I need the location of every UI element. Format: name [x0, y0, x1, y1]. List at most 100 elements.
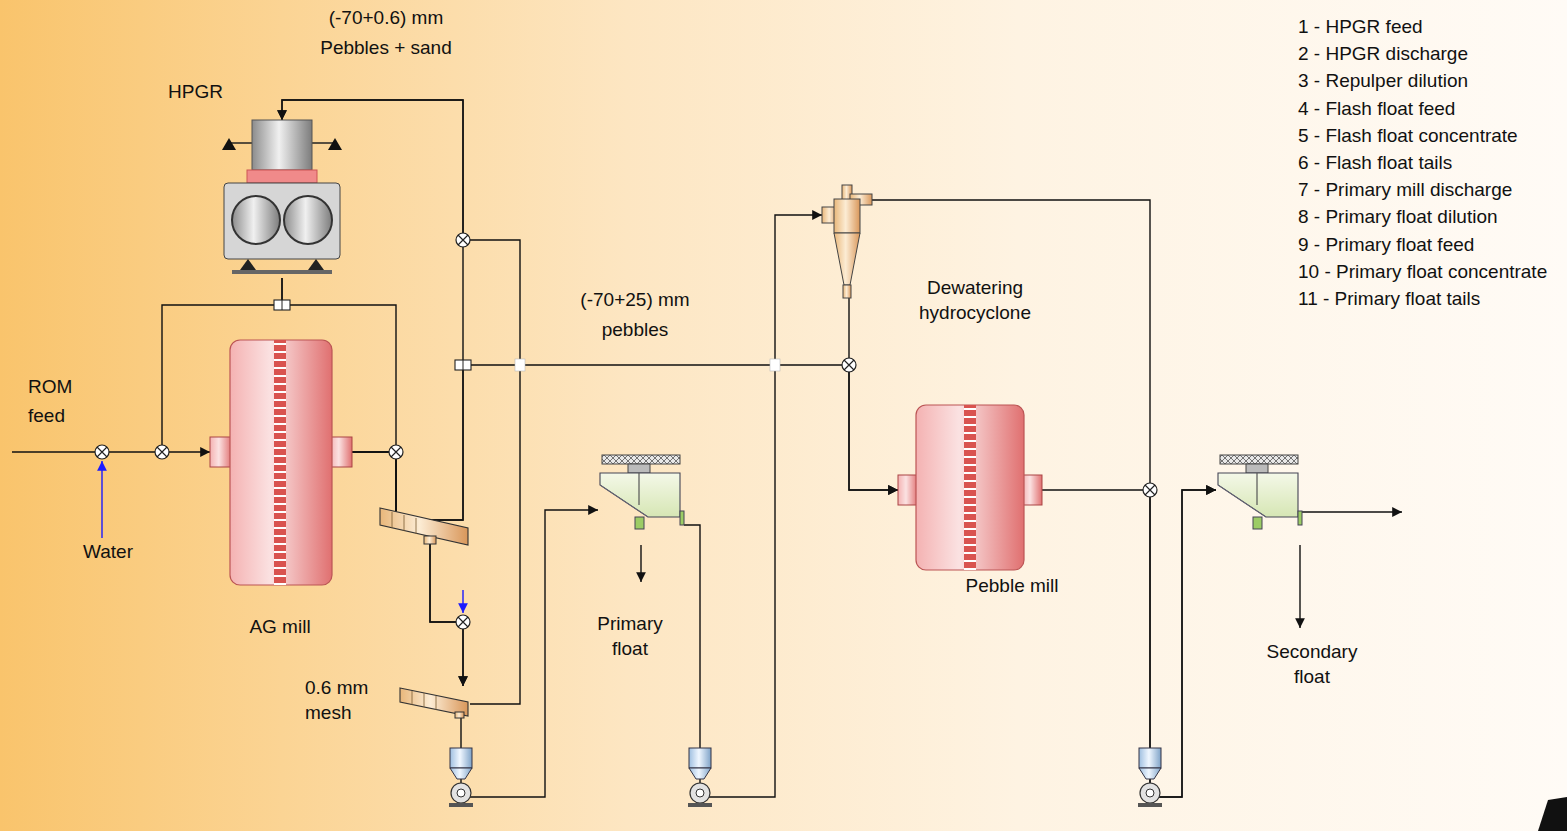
trommel-screen	[380, 508, 468, 545]
pump-cone	[689, 768, 711, 779]
mill-shell	[230, 340, 332, 585]
stream-label: (-70+0.6) mm	[329, 6, 444, 31]
gear-tooth	[274, 535, 286, 537]
stream-key: 9 - Primary float feed	[1298, 233, 1474, 258]
cyclone-barrel	[834, 199, 860, 233]
mixer-ring	[456, 233, 470, 247]
flotation-cell: Secondary float	[1216, 455, 1302, 545]
gear-tooth	[964, 560, 976, 562]
gear-tooth	[274, 407, 286, 409]
equipment-label: Secondary float	[1252, 640, 1372, 689]
gear-tooth	[964, 464, 976, 466]
mixer-symbol	[1143, 483, 1157, 497]
equipment-icon	[822, 185, 872, 298]
feeder-mark	[328, 138, 342, 150]
pump-cone	[1139, 768, 1161, 779]
stream-label: pebbles	[602, 318, 669, 343]
process-stream	[352, 452, 463, 686]
stream-key: 5 - Flash float concentrate	[1298, 124, 1518, 149]
equipment-icon	[1216, 455, 1302, 545]
equipment-label: 0.6 mm mesh	[305, 676, 395, 725]
stream-label: Water	[83, 540, 133, 565]
stream-key: 4 - Flash float feed	[1298, 97, 1455, 122]
stream-key: 8 - Primary float dilution	[1298, 205, 1498, 230]
cyclone-cone	[834, 233, 860, 285]
gear-tooth	[274, 583, 286, 585]
pump-base	[688, 803, 712, 807]
pump-cone	[450, 768, 472, 779]
pump-casing	[690, 783, 710, 803]
gear-tooth	[964, 536, 976, 538]
launder-line	[600, 485, 648, 517]
pump-symbol	[449, 748, 473, 807]
pump-impeller	[457, 789, 465, 797]
pump-symbol	[1138, 748, 1162, 807]
stream-key: 10 - Primary float concentrate	[1298, 260, 1547, 285]
roll	[232, 196, 280, 244]
gear-tooth	[964, 520, 976, 522]
gear-tooth	[274, 479, 286, 481]
outlet-arrow	[640, 545, 641, 582]
equipment-label: Dewatering hydrocyclone	[905, 276, 1045, 325]
outlet-arrow	[1302, 511, 1402, 512]
screen-outlet	[455, 712, 464, 718]
screen-outlet	[424, 536, 436, 544]
gear-tooth	[964, 568, 976, 570]
gear-tooth	[274, 519, 286, 521]
drive-deck	[1220, 455, 1298, 464]
mixer-cross	[458, 235, 468, 245]
cell-outlet	[635, 517, 644, 529]
drive-deck	[602, 455, 680, 464]
gear-tooth	[274, 359, 286, 361]
process-stream	[461, 510, 598, 797]
roll-frame	[224, 183, 340, 259]
trunnion	[898, 475, 918, 505]
stream-key: 11 - Primary float tails	[1298, 287, 1480, 312]
impeller-shaft	[1256, 473, 1257, 505]
equipment-label: Pebble mill	[966, 574, 1059, 599]
process-stream	[352, 365, 898, 520]
gear-tooth	[274, 487, 286, 489]
impeller-shaft	[638, 473, 639, 505]
gear-tooth	[274, 375, 286, 377]
screen-deck	[380, 508, 468, 545]
gear-tooth	[274, 543, 286, 545]
equipment-icon	[222, 120, 342, 278]
pump-tank	[1139, 748, 1161, 768]
cell-tank	[1218, 473, 1298, 517]
gear-tooth	[274, 391, 286, 393]
gear-tooth	[274, 511, 286, 513]
gear-tooth	[274, 439, 286, 441]
mixer-ring	[389, 445, 403, 459]
drive-motor	[1246, 464, 1268, 473]
corner-mark	[1538, 797, 1567, 831]
gear-tooth	[274, 431, 286, 433]
stream-key: 3 - Repulper dilution	[1298, 69, 1468, 94]
water-arrow	[462, 590, 463, 613]
mixer-ring	[456, 615, 470, 629]
gear-tooth	[274, 527, 286, 529]
gear-tooth	[964, 528, 976, 530]
drive-motor	[628, 464, 650, 473]
gear-tooth	[274, 447, 286, 449]
gear-tooth	[964, 480, 976, 482]
equipment-label: Primary float	[580, 612, 680, 661]
gear-tooth	[964, 552, 976, 554]
pump-impeller	[696, 789, 704, 797]
outlet-arrow	[1299, 545, 1300, 628]
stream-key: 2 - HPGR discharge	[1298, 42, 1468, 67]
flotation-cell: Primary float	[598, 455, 684, 545]
girth-gear	[964, 405, 976, 570]
water-arrow	[101, 461, 102, 538]
gear-tooth	[274, 503, 286, 505]
mill-shell	[916, 405, 1024, 570]
gear-tooth	[964, 440, 976, 442]
mixer-ring	[1143, 483, 1157, 497]
pump-impeller	[1146, 789, 1154, 797]
line-crossing	[515, 359, 525, 371]
equipment-icon	[598, 455, 684, 545]
foot	[240, 259, 256, 270]
gear-tooth	[964, 504, 976, 506]
feeder-mark	[222, 138, 236, 150]
tail-box	[680, 511, 684, 525]
